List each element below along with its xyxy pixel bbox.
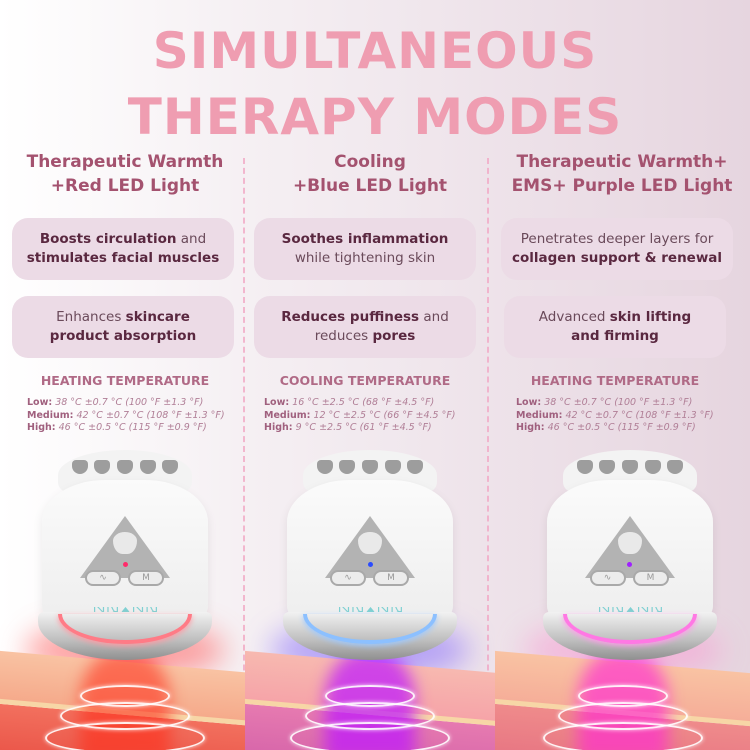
temperature-row-medium: Medium: 42 °C ±0.7 °C (108 °F ±1.3 °F) — [27, 409, 225, 421]
benefit-bold: collagen support & renewal — [511, 250, 723, 266]
wave-button: ∿ — [85, 570, 121, 586]
mode-title-line-2: EMS+ Purple LED Light — [511, 176, 733, 196]
mode-column-purple: Therapeutic Warmth+ EMS+ Purple LED Ligh… — [497, 150, 747, 750]
mode-title-line-1: Therapeutic Warmth+ — [516, 152, 728, 172]
mode-button: M — [373, 570, 409, 586]
wave-button: ∿ — [330, 570, 366, 586]
benefit-card: Reduces puffiness and reduces pores — [254, 296, 476, 358]
facial-device: ∿ M RIKI♥RIKI — [275, 450, 465, 660]
benefit-card: Boosts circulation and stimulates facial… — [12, 218, 234, 280]
device-body: ∿ M RIKI♥RIKI — [42, 480, 208, 620]
benefit-text: Penetrates deeper layers for — [520, 231, 714, 247]
temperature-list: Low: 38 °C ±0.7 °C (100 °F ±1.3 °F) Medi… — [516, 397, 714, 435]
benefit-bold: product absorption — [49, 328, 197, 344]
temperature-row-low: Low: 38 °C ±0.7 °C (100 °F ±1.3 °F) — [516, 397, 693, 408]
mode-title-line-1: Therapeutic Warmth — [26, 152, 224, 172]
facial-device: ∿ M RIKI♥RIKI — [535, 450, 725, 660]
device-illustration-blue: ∿ M RIKI♥RIKI — [245, 440, 495, 750]
title-line-2: THERAPY MODES — [127, 88, 623, 146]
mode-title-line-1: Cooling — [334, 152, 406, 172]
benefit-text: while tightening skin — [294, 250, 436, 266]
facial-device: ∿ M RIKI♥RIKI — [30, 450, 220, 660]
mode-title-line-2: +Red LED Light — [50, 176, 200, 196]
benefit-bold: stimulates facial muscles — [26, 250, 220, 266]
mode-title: Cooling +Blue LED Light — [245, 150, 495, 198]
temperature-row-high: High: 46 °C ±0.5 °C (115 °F ±0.9 °F) — [27, 422, 207, 433]
temperature-heading: COOLING TEMPERATURE — [279, 373, 451, 388]
mode-button: M — [632, 570, 669, 586]
device-illustration-purple: ∿ M RIKI♥RIKI — [495, 440, 750, 750]
temperature-row-high: High: 46 °C ±0.5 °C (115 °F ±0.9 °F) — [516, 422, 696, 433]
page-title: SIMULTANEOUS THERAPY MODES — [0, 18, 750, 150]
benefit-card: Enhances skincare product absorption — [12, 296, 234, 358]
benefit-bold: Reduces puffiness — [281, 309, 420, 325]
benefit-card: Penetrates deeper layers for collagen su… — [501, 218, 733, 280]
temperature-row-medium: Medium: 12 °C ±2.5 °C (66 °F ±4.5 °F) — [264, 409, 456, 421]
temperature-heading: HEATING TEMPERATURE — [40, 373, 210, 388]
temperature-row-medium: Medium: 42 °C ±0.7 °C (108 °F ±1.3 °F) — [516, 409, 714, 421]
temperature-list: Low: 38 °C ±0.7 °C (100 °F ±1.3 °F) Medi… — [27, 397, 225, 435]
mode-column-red: Therapeutic Warmth +Red LED Light Boosts… — [0, 150, 250, 750]
benefit-text: and — [419, 309, 449, 325]
benefit-bold: skincare — [125, 309, 190, 325]
heart-button-icon — [113, 532, 137, 554]
temperature-row-high: High: 9 °C ±2.5 °C (61 °F ±4.5 °F) — [264, 422, 432, 433]
wave-button: ∿ — [589, 570, 626, 586]
status-led-icon — [367, 562, 373, 567]
mode-button: M — [128, 570, 164, 586]
column-divider — [487, 158, 489, 750]
benefit-card: Soothes inflammation while tightening sk… — [254, 218, 476, 280]
benefit-bold: skin lifting — [609, 309, 692, 325]
benefit-bold: and firming — [571, 328, 659, 344]
temperature-row-low: Low: 16 °C ±2.5 °C (68 °F ±4.5 °F) — [264, 397, 435, 408]
benefit-bold: Soothes inflammation — [281, 231, 449, 247]
mode-title-line-2: +Blue LED Light — [292, 176, 448, 196]
benefit-text: Enhances — [56, 309, 126, 325]
title-line-1: SIMULTANEOUS — [152, 22, 598, 80]
mode-title: Therapeutic Warmth+ EMS+ Purple LED Ligh… — [497, 150, 747, 198]
mode-column-blue: Cooling +Blue LED Light Soothes inflamma… — [245, 150, 495, 750]
benefit-bold: Boosts circulation — [39, 231, 177, 247]
benefit-card: Advanced skin lifting and firming — [504, 296, 726, 358]
status-led-icon — [122, 562, 128, 567]
heart-button-icon — [358, 532, 382, 554]
energy-ring-icon — [542, 722, 703, 750]
benefit-bold: pores — [372, 328, 416, 344]
temperature-row-low: Low: 38 °C ±0.7 °C (100 °F ±1.3 °F) — [27, 397, 204, 408]
benefit-text: and — [176, 231, 207, 247]
column-divider — [243, 158, 245, 750]
temperature-list: Low: 16 °C ±2.5 °C (68 °F ±4.5 °F) Mediu… — [264, 397, 456, 435]
device-illustration-red: ∿ M RIKI♥RIKI — [0, 440, 250, 750]
energy-ring-icon — [290, 722, 450, 750]
benefit-text: reduces — [314, 328, 373, 344]
status-led-icon — [627, 562, 632, 567]
heart-button-icon — [617, 532, 642, 554]
energy-ring-icon — [45, 722, 205, 750]
mode-title: Therapeutic Warmth +Red LED Light — [0, 150, 250, 198]
device-body: ∿ M RIKI♥RIKI — [287, 480, 453, 620]
device-body: ∿ M RIKI♥RIKI — [546, 480, 713, 620]
benefit-text: Advanced — [538, 309, 610, 325]
temperature-heading: HEATING TEMPERATURE — [530, 373, 700, 388]
